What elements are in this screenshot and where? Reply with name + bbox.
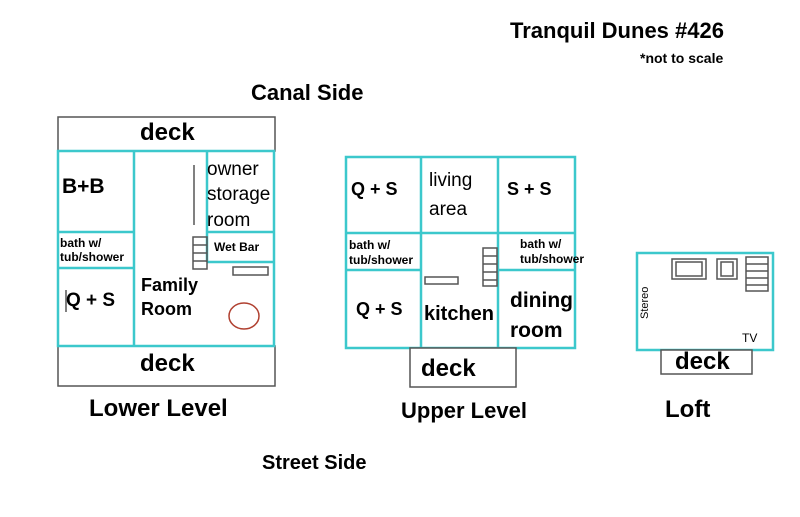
owner-storage-line1: owner xyxy=(207,159,259,180)
canal-side-label: Canal Side xyxy=(251,80,364,105)
loft-deck-label: deck xyxy=(675,348,730,375)
upper-bath-right-line2: tub/shower xyxy=(520,252,585,266)
scale-note: *not to scale xyxy=(640,50,724,66)
wet-bar-label: Wet Bar xyxy=(214,240,260,254)
upper-ss-room: S + S xyxy=(507,179,552,199)
lower-bath-line1: bath w/ xyxy=(60,236,102,250)
street-side-label: Street Side xyxy=(262,452,367,474)
lower-bath-line2: tub/shower xyxy=(60,250,125,264)
lower-walls xyxy=(56,149,276,348)
living-area-line1: living xyxy=(429,170,473,191)
upper-deck-label: deck xyxy=(421,355,476,382)
family-room-line2: Room xyxy=(141,299,192,319)
upper-qs-top-room: Q + S xyxy=(351,179,398,199)
page-title: Tranquil Dunes #426 xyxy=(510,18,724,43)
living-area-line2: area xyxy=(429,199,468,220)
upper-bath-left-line2: tub/shower xyxy=(349,253,414,267)
upper-fixtures xyxy=(424,247,498,287)
owner-storage-line3: room xyxy=(207,210,251,231)
kitchen-label: kitchen xyxy=(424,303,495,325)
upper-level-title: Upper Level xyxy=(401,398,527,423)
upper-bath-left-line1: bath w/ xyxy=(349,238,391,252)
loft-deck xyxy=(660,349,753,375)
loft-fixtures xyxy=(671,256,769,292)
owner-storage-line2: storage xyxy=(207,184,271,205)
loft-title: Loft xyxy=(665,396,711,423)
lower-deck-top xyxy=(57,116,276,152)
lower-deck-bottom xyxy=(57,345,276,387)
dining-room-line1: dining xyxy=(510,289,573,312)
upper-bath-right-line1: bath w/ xyxy=(520,237,562,251)
upper-deck xyxy=(409,347,517,388)
upper-qs-bottom-room: Q + S xyxy=(356,299,403,319)
dining-room-line2: room xyxy=(510,319,563,342)
family-room-line1: Family xyxy=(141,275,199,295)
lower-deck-top-label: deck xyxy=(140,119,195,146)
lower-bb-room: B+B xyxy=(62,175,105,198)
lower-qs-room: Q + S xyxy=(66,290,116,311)
lower-fixtures xyxy=(65,165,269,330)
tv-label: TV xyxy=(742,331,758,345)
lower-deck-bottom-label: deck xyxy=(140,350,195,377)
stereo-label: Stereo xyxy=(639,286,651,319)
lower-level-title: Lower Level xyxy=(89,395,228,422)
